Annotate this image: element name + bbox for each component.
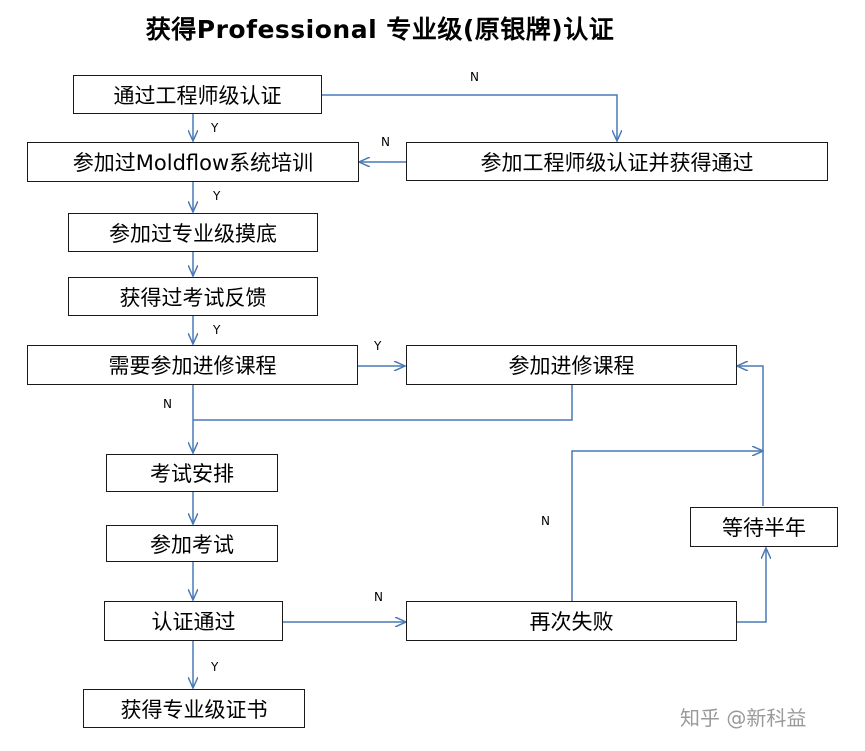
label-yes: Y — [211, 121, 219, 135]
watermark: 知乎 @新科益 — [680, 706, 807, 730]
node-take-exam: 参加考试 — [106, 525, 278, 562]
node-need-course: 需要参加进修课程 — [27, 345, 358, 385]
node-pass-engineer: 通过工程师级认证 — [73, 75, 322, 114]
node-exam-schedule: 考试安排 — [106, 454, 278, 492]
node-attended-training: 参加过Moldflow系统培训 — [27, 142, 359, 182]
label-yes: Y — [374, 339, 382, 353]
node-attended-pretest: 参加过专业级摸底 — [68, 213, 318, 252]
arrow-pass-no-to-take-engineer — [322, 94, 617, 141]
node-wait-half-year: 等待半年 — [690, 507, 838, 547]
arrow-wait-to-course — [737, 366, 764, 506]
node-get-cert: 获得专业级证书 — [83, 689, 305, 728]
arrow-course-return — [193, 385, 573, 421]
label-no: N — [374, 590, 383, 604]
node-fail-again: 再次失败 — [406, 601, 737, 641]
page-title: 获得Professional 专业级(原银牌)认证 — [145, 15, 615, 44]
label-yes: Y — [213, 189, 221, 203]
arrow-fail-no-to-schedule — [571, 451, 763, 601]
label-no: N — [470, 70, 479, 84]
node-cert-pass: 认证通过 — [104, 601, 283, 641]
label-yes: Y — [211, 660, 219, 674]
node-attend-course: 参加进修课程 — [406, 345, 737, 385]
arrow-fail-to-wait — [737, 548, 766, 623]
label-no: N — [541, 514, 550, 528]
label-yes: Y — [213, 323, 221, 337]
label-no: N — [163, 397, 172, 411]
node-got-feedback: 获得过考试反馈 — [68, 277, 318, 316]
node-take-engineer: 参加工程师级认证并获得通过 — [406, 142, 828, 181]
label-no: N — [381, 135, 390, 149]
